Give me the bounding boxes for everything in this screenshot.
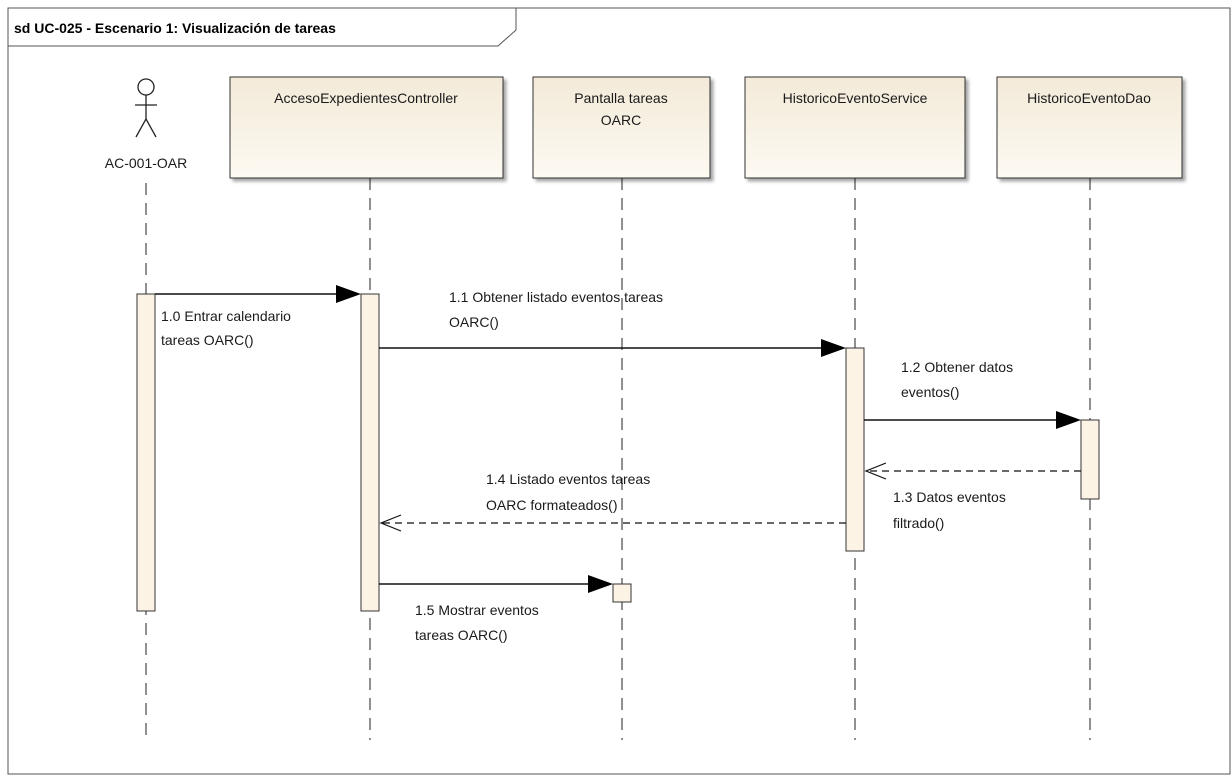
frame-title-tab (7, 7, 517, 47)
activation-controller (360, 293, 380, 612)
lifeline-label-service: HistoricoEventoService (783, 90, 928, 106)
lifeline-label-pantalla-line2: OARC (601, 112, 641, 128)
message-1-5-arrowhead (588, 575, 613, 593)
activation-actor (136, 293, 156, 612)
message-1-4-arrowhead (379, 514, 402, 532)
message-1-3-label-line1: 1.3 Datos eventos (893, 489, 1006, 505)
message-1-5-label-line1: 1.5 Mostrar eventos (415, 602, 539, 618)
message-1-1-label-line1: 1.1 Obtener listado eventos tareas (449, 289, 663, 305)
message-1-4-label-line2: OARC formateados() (486, 497, 617, 513)
lifeline-box-pantalla (532, 76, 711, 179)
message-1-1-arrowhead (821, 339, 846, 357)
lifeline-label-pantalla-line1: Pantalla tareas (574, 90, 667, 106)
message-1-0-label-line2: tareas OARC() (161, 332, 254, 348)
message-1-4-label-line1: 1.4 Listado eventos tareas (486, 471, 650, 487)
message-1-2-arrowhead (1056, 411, 1081, 429)
lifeline-box-dao (996, 76, 1183, 179)
lifeline-label-dao: HistoricoEventoDao (1027, 90, 1151, 106)
message-1-2-label-line2: eventos() (901, 384, 959, 400)
activation-dao (1080, 419, 1100, 500)
message-1-1-label-line2: OARC() (449, 314, 499, 330)
activation-service (845, 347, 865, 552)
message-1-3-label-line2: filtrado() (893, 515, 944, 531)
lifeline-label-controller: AccesoExpedientesController (274, 90, 458, 106)
actor-icon (135, 78, 157, 138)
message-1-3-arrowhead (864, 462, 887, 480)
message-1-0-arrowhead (336, 285, 361, 303)
message-1-2-label-line1: 1.2 Obtener datos (901, 359, 1013, 375)
lifeline-box-service (744, 76, 966, 179)
actor-name: AC-001-OAR (105, 155, 187, 171)
lifeline-box-controller (229, 76, 504, 179)
frame-title: sd UC-025 - Escenario 1: Visualización d… (14, 20, 336, 36)
message-1-5-label-line2: tareas OARC() (415, 627, 508, 643)
activation-pantalla (612, 583, 632, 603)
message-1-0-label-line1: 1.0 Entrar calendario (161, 308, 291, 324)
